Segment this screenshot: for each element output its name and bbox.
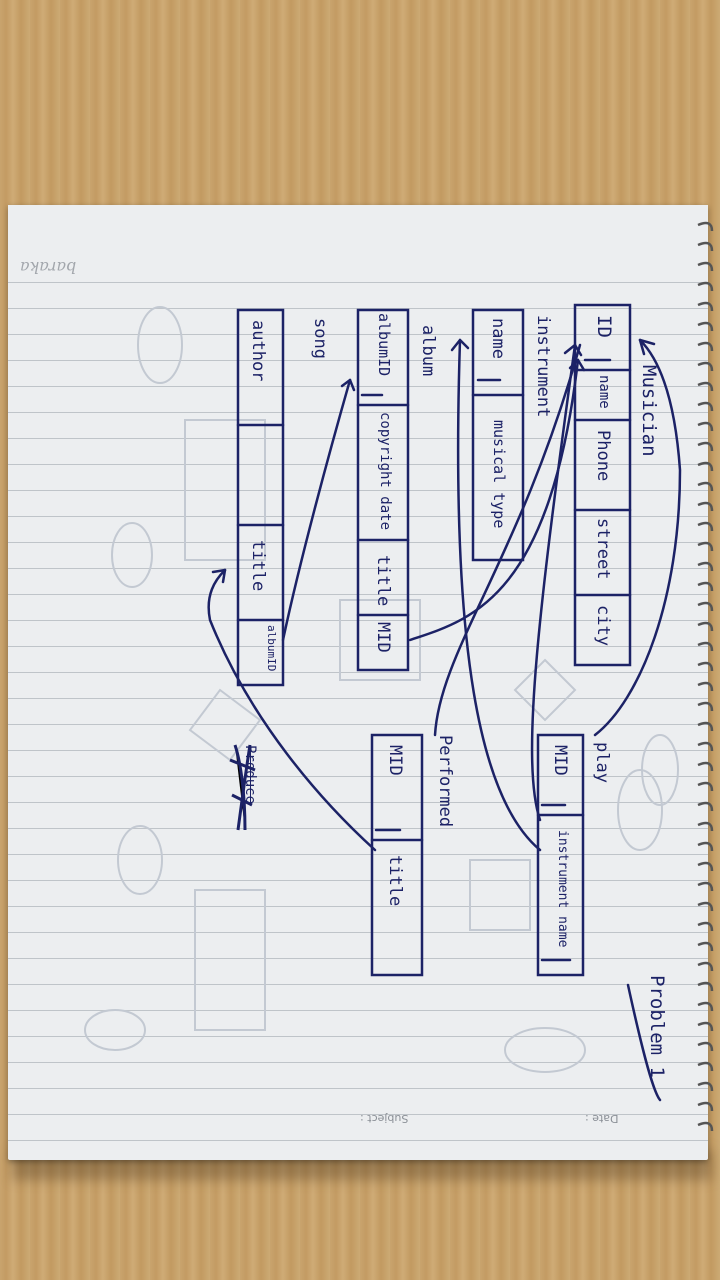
musician-table-title: Musician — [638, 365, 660, 457]
album-col-copyright-date: copyright date — [377, 412, 393, 531]
play-to-musician-arrow — [593, 338, 682, 737]
instrument-col-musical-type: musical type — [490, 420, 508, 529]
page-top-margin — [8, 205, 708, 275]
play-col-mid: MID — [550, 745, 570, 776]
instrument-col-name: name — [488, 318, 508, 359]
performed-table-title: Performed — [435, 735, 455, 828]
album-col-mid: MID — [373, 622, 393, 653]
performed-col-title: title — [385, 855, 405, 907]
performed-col-mid: MID — [385, 745, 405, 776]
musician-col-id: ID — [593, 315, 615, 338]
song-table-title: song — [310, 318, 330, 359]
song-col-albumid: albumID — [265, 625, 278, 672]
spiral-binding — [697, 221, 714, 1132]
song-to-album-arrow — [281, 378, 352, 642]
album-col-title: title — [373, 555, 393, 607]
song-col-author: author — [248, 320, 268, 382]
musician-table — [573, 303, 632, 667]
play-to-instrument-arrow — [530, 343, 577, 822]
musician-col-phone: Phone — [593, 430, 613, 482]
instrument-table-title: instrument — [533, 315, 553, 418]
album-to-musician-arrow — [408, 358, 580, 642]
album-col-albumid: albumID — [375, 313, 393, 377]
album-table-title: album — [418, 325, 438, 377]
play-table — [536, 733, 585, 977]
play-col-instrument-name: instrument name — [555, 830, 570, 948]
musician-col-city: city — [593, 605, 613, 646]
song-col-title: title — [248, 540, 268, 592]
crossed-out-word: Produce — [242, 745, 258, 805]
album-table — [356, 308, 410, 672]
instrument-table — [471, 308, 525, 562]
problem-label: Problem 1 — [646, 975, 668, 1078]
play-table-title: play — [592, 742, 612, 783]
song-table — [236, 308, 285, 687]
performed-table — [370, 733, 424, 977]
musician-col-name: name — [596, 375, 612, 409]
musician-col-street: street — [593, 518, 613, 580]
performed-to-song-arrow — [207, 568, 377, 852]
